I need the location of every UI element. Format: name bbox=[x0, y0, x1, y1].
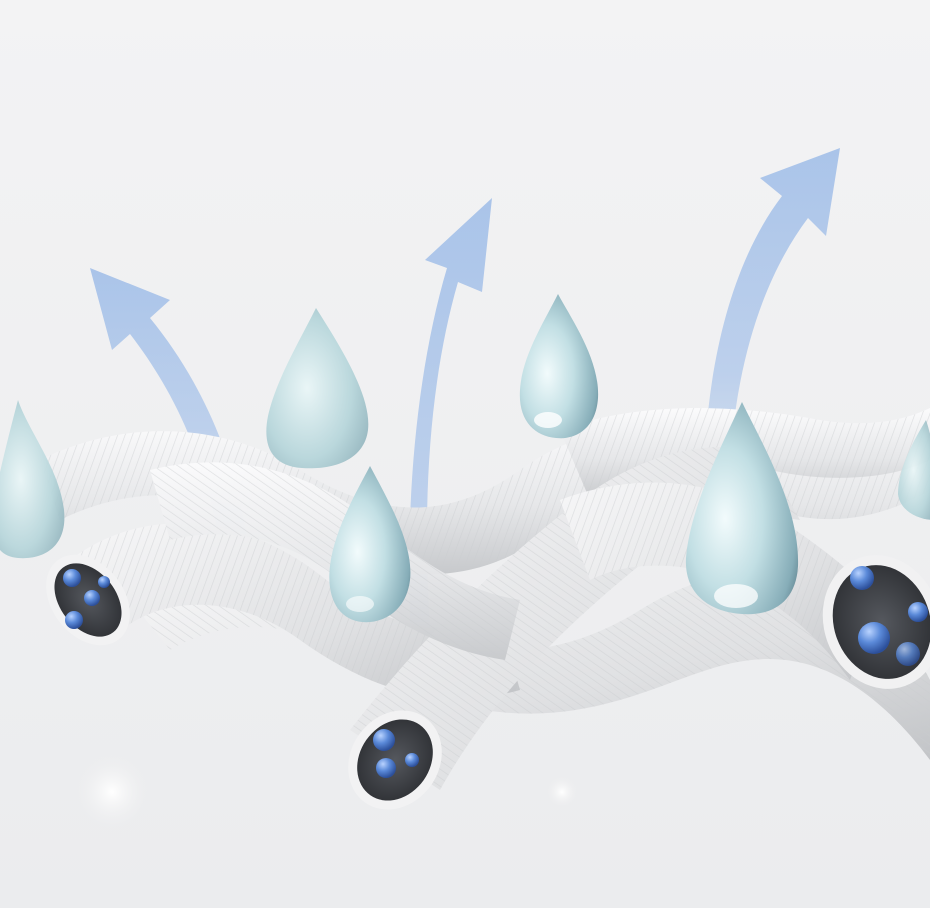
water-droplet-icon bbox=[266, 308, 369, 469]
water-droplet-icon bbox=[0, 400, 65, 559]
water-droplet-icon bbox=[329, 466, 411, 623]
water-droplet-icon bbox=[685, 402, 799, 615]
water-droplet-icon bbox=[519, 294, 599, 439]
water-droplet-icon bbox=[898, 420, 930, 520]
air-bubble-icon bbox=[373, 729, 419, 778]
blur-sphere bbox=[74, 754, 150, 830]
blur-sphere bbox=[546, 776, 578, 808]
upward-arrow-icon bbox=[409, 198, 492, 760]
air-bubble-icon bbox=[850, 566, 928, 666]
air-bubble-icon bbox=[63, 569, 110, 629]
